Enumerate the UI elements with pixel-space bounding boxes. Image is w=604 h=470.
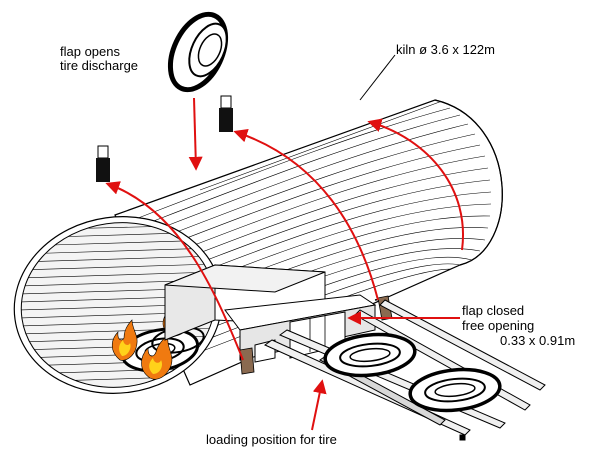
opening-size-label: 0.33 x 0.91m bbox=[500, 333, 576, 348]
flap-rotation-arrow-2 bbox=[233, 128, 379, 301]
flap-opens-label: flap opens bbox=[60, 44, 120, 59]
flap-rotation-arrow-1 bbox=[105, 181, 244, 361]
rotation-arrows bbox=[105, 97, 464, 431]
flap-closed-label: flap closed bbox=[462, 303, 525, 318]
tire-icon bbox=[323, 332, 417, 378]
tire-drop-arrow bbox=[188, 97, 203, 171]
falling-tire bbox=[167, 11, 229, 93]
tire-icon bbox=[408, 367, 502, 413]
tire-icon bbox=[167, 11, 229, 93]
flame-icon bbox=[141, 335, 173, 380]
kiln-size-label: kiln ø 3.6 x 122m bbox=[396, 42, 495, 57]
conveyor-tires bbox=[323, 332, 502, 413]
tire-discharge-label: tire discharge bbox=[60, 58, 139, 73]
kiln-leader-line bbox=[359, 54, 396, 101]
kiln-rotation-arrow bbox=[367, 118, 464, 251]
loading-position-label: loading position for tire bbox=[206, 432, 337, 447]
bolt-icon bbox=[96, 145, 110, 182]
free-opening-label: free opening bbox=[462, 318, 535, 333]
flame-icon bbox=[111, 319, 138, 361]
loading-position-arrow bbox=[311, 379, 327, 431]
bolt-icon bbox=[219, 95, 233, 132]
